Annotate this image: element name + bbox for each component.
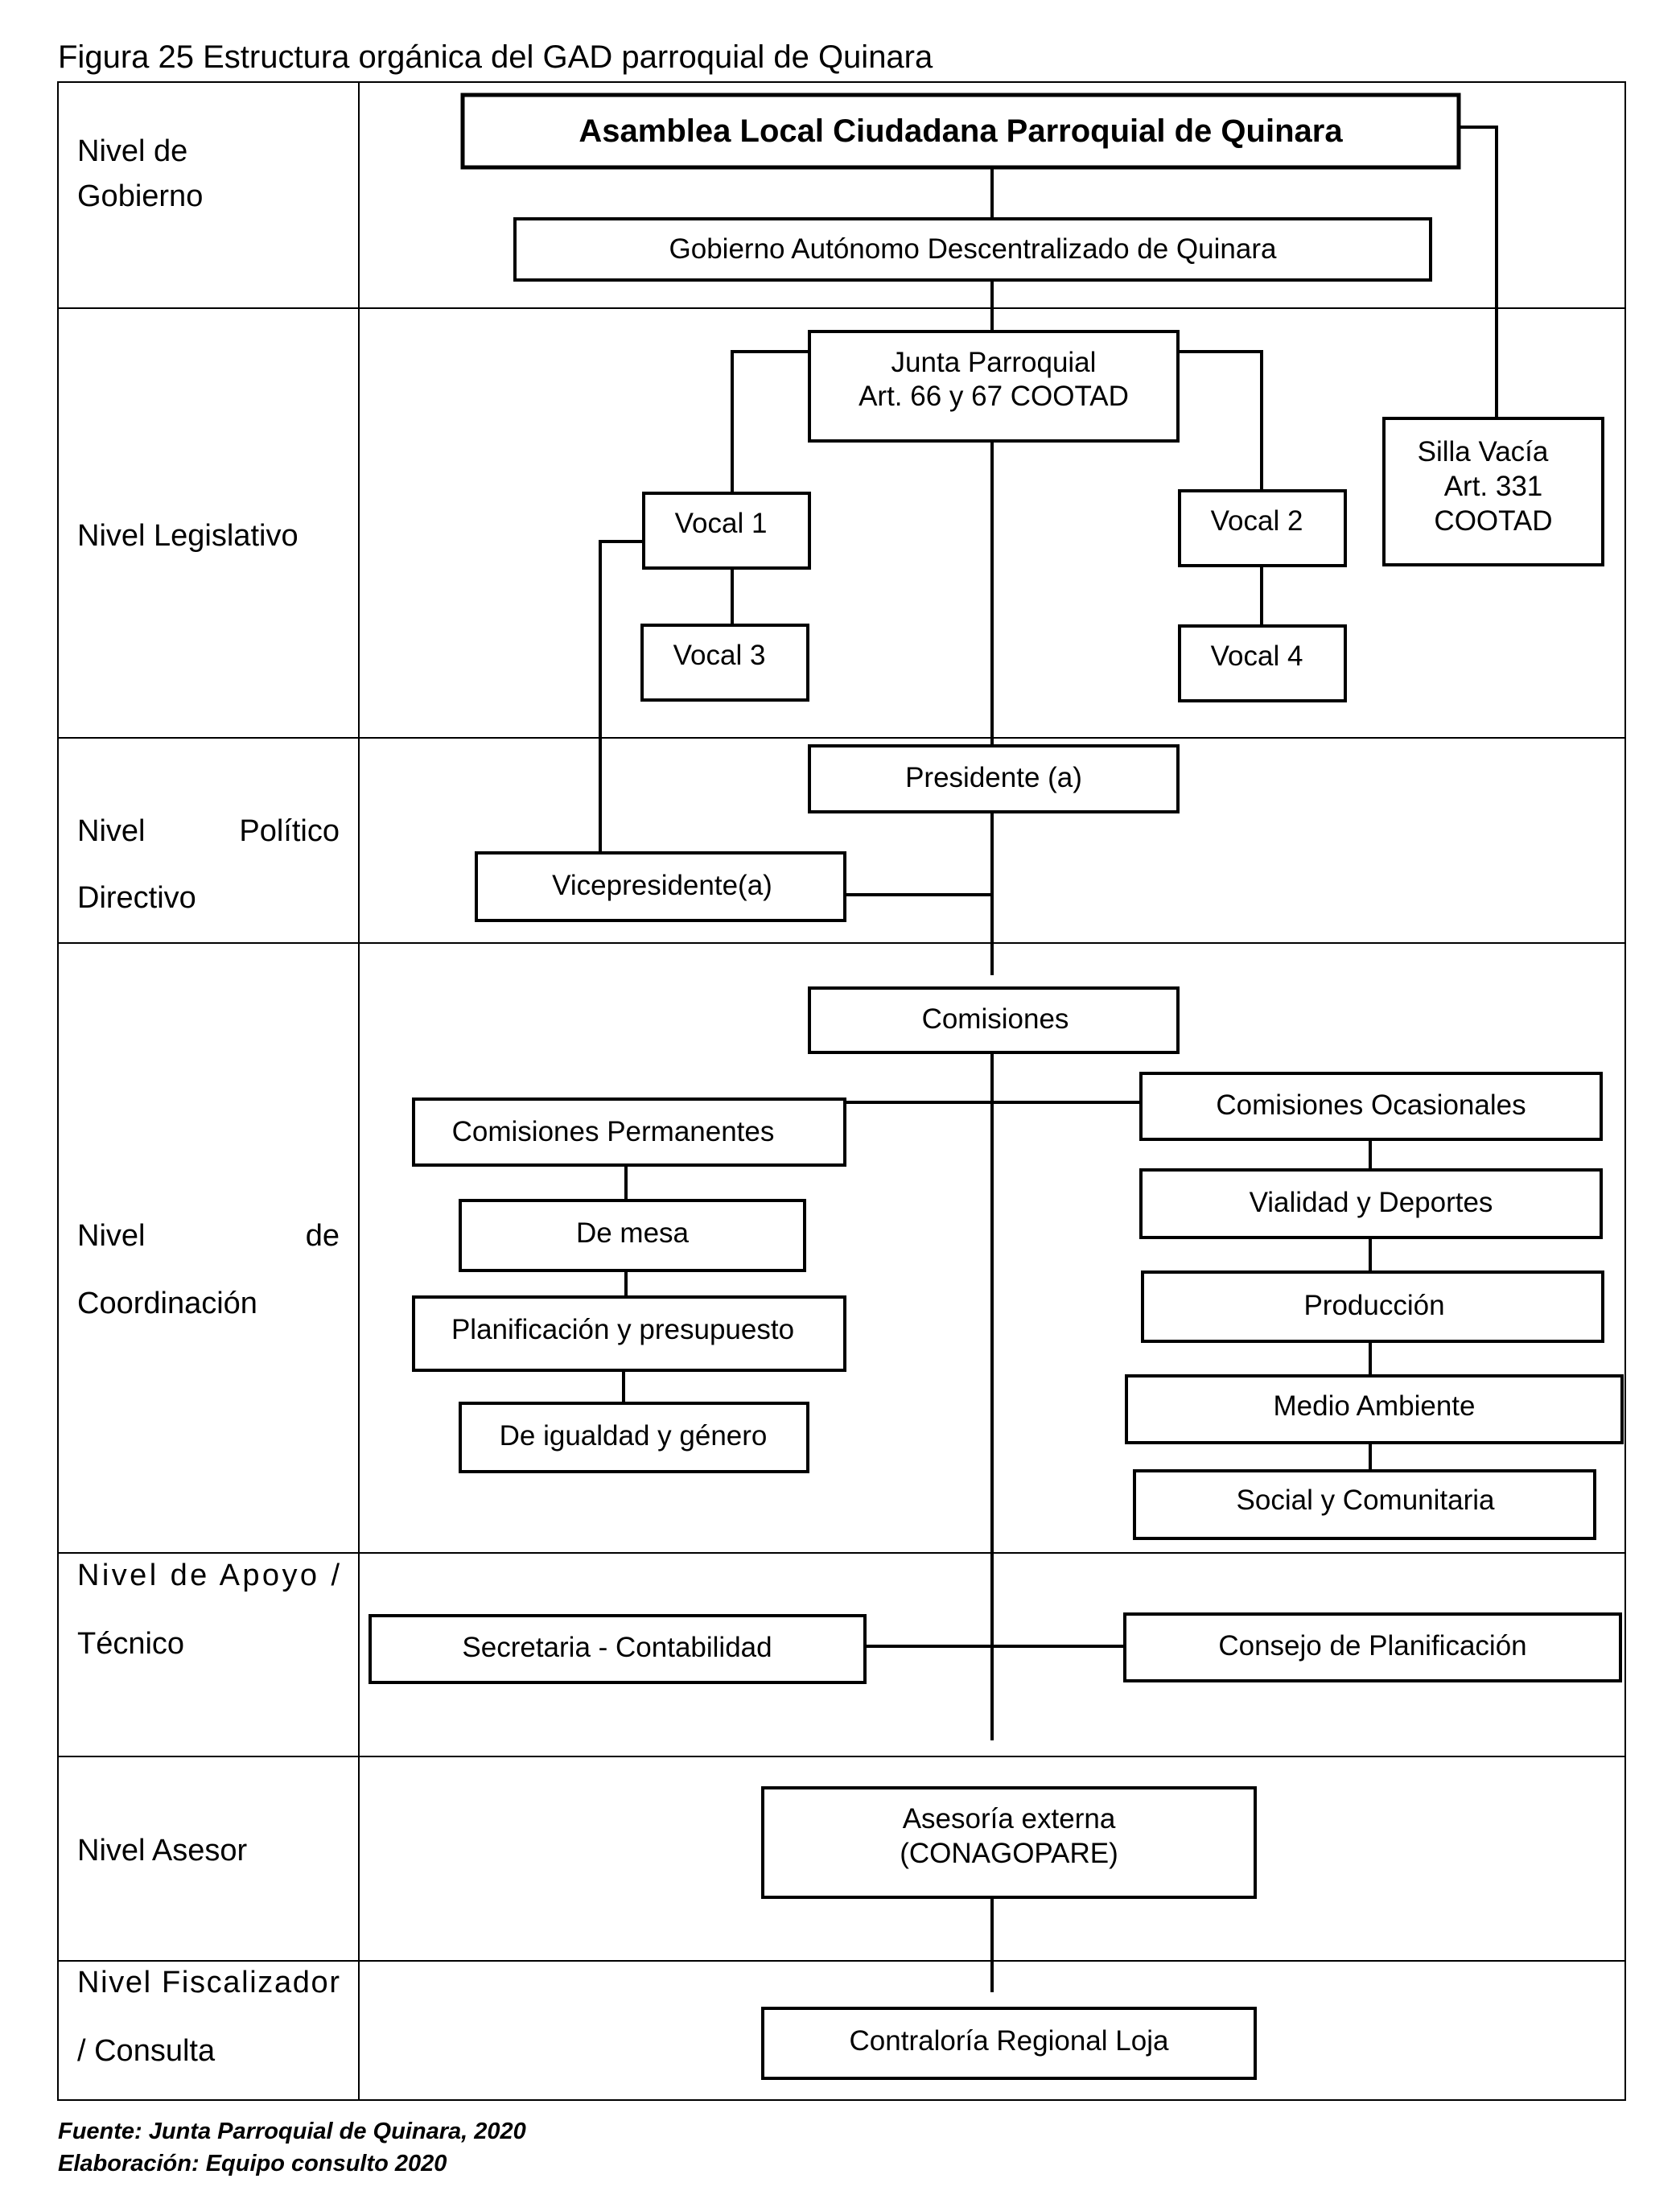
box-vocal-3: Vocal 3	[640, 624, 809, 702]
box-consejo-label: Consejo de Planificación	[1218, 1630, 1526, 1662]
box-produccion: Producción	[1141, 1270, 1604, 1343]
box-vialidad-label: Vialidad y Deportes	[1250, 1187, 1493, 1218]
box-igualdad-genero: De igualdad y género	[459, 1402, 809, 1473]
level-coordinacion-word2: de	[306, 1219, 340, 1253]
box-produccion-label: Producción	[1303, 1290, 1444, 1321]
box-medio-ambiente-label: Medio Ambiente	[1274, 1390, 1476, 1422]
level-politico-word3: Directivo	[77, 881, 196, 915]
box-contraloria-label: Contraloría Regional Loja	[850, 2025, 1169, 2057]
box-secretaria-contabilidad: Secretaria - Contabilidad	[369, 1614, 867, 1684]
box-asamblea-label: Asamblea Local Ciudadana Parroquial de Q…	[579, 113, 1343, 149]
source-fuente: Fuente: Junta Parroquial de Quinara, 202…	[58, 2119, 526, 2144]
level-gobierno-line1: Nivel de	[77, 134, 187, 168]
box-presidente: Presidente (a)	[808, 744, 1180, 813]
figure-caption: Figura 25 Estructura orgánica del GAD pa…	[58, 39, 933, 75]
source-elaboracion: Elaboración: Equipo consulto 2020	[58, 2151, 447, 2176]
level-table	[57, 81, 1626, 2101]
box-vocal-3-label: Vocal 3	[673, 640, 766, 671]
box-silla-line1: Silla Vacía	[1418, 436, 1549, 467]
box-vicepresidente-label: Vicepresidente(a)	[552, 870, 772, 901]
box-silla-line2: Art. 331	[1444, 471, 1543, 502]
box-consejo-planificacion: Consejo de Planificación	[1123, 1612, 1622, 1682]
box-silla-line3: COOTAD	[1434, 505, 1552, 537]
level-fiscalizador-line1: Nivel Fiscalizador	[77, 1966, 340, 1999]
level-coordinacion-word1: Nivel	[77, 1219, 145, 1253]
box-comisiones: Comisiones	[808, 986, 1180, 1054]
box-vocal-2: Vocal 2	[1178, 489, 1347, 567]
level-politico-word2: Político	[239, 814, 340, 848]
box-secretaria-label: Secretaria - Contabilidad	[462, 1632, 772, 1663]
level-asesor: Nivel Asesor	[77, 1834, 248, 1868]
connectors	[599, 126, 1498, 1992]
box-social-label: Social y Comunitaria	[1237, 1485, 1495, 1516]
box-junta-line1: Junta Parroquial	[891, 347, 1097, 378]
box-asamblea: Asamblea Local Ciudadana Parroquial de Q…	[460, 93, 1461, 170]
box-vocal-4: Vocal 4	[1178, 624, 1347, 702]
level-apoyo-line1: Nivel de Apoyo /	[77, 1559, 340, 1592]
box-vicepresidente: Vicepresidente(a)	[475, 851, 846, 922]
box-contraloria: Contraloría Regional Loja	[761, 2007, 1257, 2080]
box-asesoria-externa: Asesoría externa (CONAGOPARE)	[761, 1786, 1257, 1899]
level-apoyo-line2: Técnico	[77, 1627, 184, 1661]
box-planificacion-presupuesto: Planificación y presupuesto	[412, 1295, 846, 1372]
box-junta: Junta Parroquial Art. 66 y 67 COOTAD	[808, 330, 1180, 443]
box-planificacion-label: Planificación y presupuesto	[451, 1314, 794, 1345]
box-vocal-2-label: Vocal 2	[1211, 505, 1303, 537]
box-gad: Gobierno Autónomo Descentralizado de Qui…	[513, 217, 1432, 282]
box-asesoria-line1: Asesoría externa	[903, 1803, 1116, 1835]
box-junta-line2: Art. 66 y 67 COOTAD	[859, 381, 1129, 412]
level-fiscalizador-line2: / Consulta	[77, 2034, 216, 2068]
box-permanentes-label: Comisiones Permanentes	[452, 1116, 775, 1147]
box-vocal-1: Vocal 1	[642, 492, 811, 570]
box-de-mesa: De mesa	[459, 1199, 806, 1272]
box-comisiones-permanentes: Comisiones Permanentes	[412, 1098, 846, 1167]
box-comisiones-label: Comisiones	[922, 1003, 1069, 1035]
box-silla-vacia: Silla Vacía Art. 331 COOTAD	[1382, 417, 1604, 566]
box-vocal-4-label: Vocal 4	[1211, 640, 1303, 672]
level-legislativo: Nivel Legislativo	[77, 519, 299, 553]
box-gad-label: Gobierno Autónomo Descentralizado de Qui…	[669, 233, 1277, 265]
box-de-mesa-label: De mesa	[576, 1217, 690, 1249]
level-politico-word1: Nivel	[77, 814, 145, 848]
box-asesoria-line2: (CONAGOPARE)	[900, 1838, 1118, 1869]
box-igualdad-label: De igualdad y género	[500, 1420, 768, 1452]
box-medio-ambiente: Medio Ambiente	[1125, 1374, 1624, 1444]
box-vocal-1-label: Vocal 1	[675, 508, 768, 539]
box-presidente-label: Presidente (a)	[905, 762, 1082, 793]
box-comisiones-ocasionales: Comisiones Ocasionales	[1139, 1072, 1603, 1141]
box-social-comunitaria: Social y Comunitaria	[1133, 1469, 1596, 1540]
level-coordinacion-word3: Coordinación	[77, 1287, 257, 1320]
level-gobierno-line2: Gobierno	[77, 179, 203, 213]
box-ocasionales-label: Comisiones Ocasionales	[1216, 1089, 1526, 1121]
box-vialidad-deportes: Vialidad y Deportes	[1139, 1168, 1603, 1239]
